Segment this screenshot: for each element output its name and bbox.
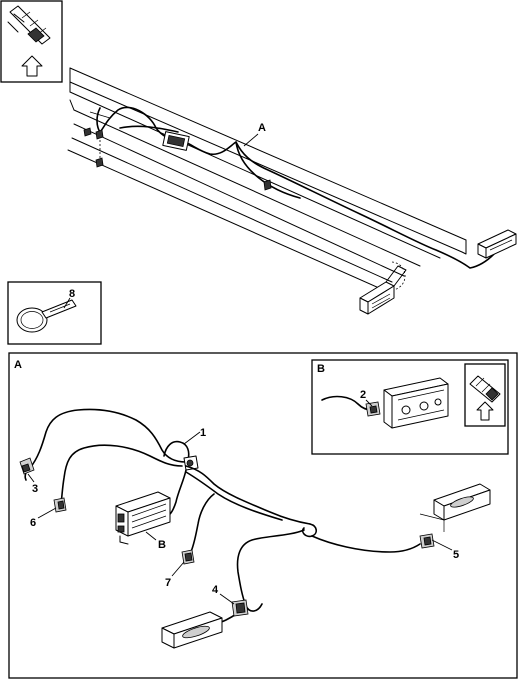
callout-8: 8 [69, 288, 75, 300]
callout-3: 3 [32, 483, 38, 495]
callout-4-leader [219, 593, 235, 605]
cable-tie-icon [16, 299, 77, 333]
cable-tie-inset [7, 281, 102, 345]
overview-assembly [67, 67, 517, 315]
callout-2: 2 [360, 389, 366, 401]
callout-5-leader [431, 539, 453, 551]
lamp-unit-front [359, 265, 407, 315]
lamp-unit-panel-a-right [419, 483, 491, 532]
callout-7: 7 [165, 577, 171, 589]
callout-1: 1 [200, 427, 206, 439]
detail-a-leader [243, 133, 259, 147]
orientation-icon-panel-b [464, 363, 506, 427]
callout-3-leader [27, 473, 35, 483]
callout-6-leader [37, 507, 57, 519]
callout-2-leader [365, 399, 373, 407]
callout-1-leader [183, 431, 201, 445]
callout-b: B [158, 539, 166, 551]
direction-arrow-icon [469, 375, 501, 421]
direction-arrow-icon [7, 5, 51, 77]
wiring-harness [19, 408, 435, 625]
control-module-b [115, 491, 171, 545]
lamp-unit-rear [477, 229, 517, 259]
callout-b-leader [145, 531, 157, 541]
panel-b-title: B [317, 363, 325, 375]
panel-a-title: A [14, 359, 22, 371]
callout-5: 5 [453, 549, 459, 561]
callout-7-leader [171, 561, 185, 577]
callout-6: 6 [30, 517, 36, 529]
callout-4: 4 [212, 584, 219, 596]
orientation-icon-topleft [0, 0, 63, 83]
lamp-unit-panel-a-bottom [161, 611, 223, 649]
detail-a-callout: A [258, 122, 266, 134]
